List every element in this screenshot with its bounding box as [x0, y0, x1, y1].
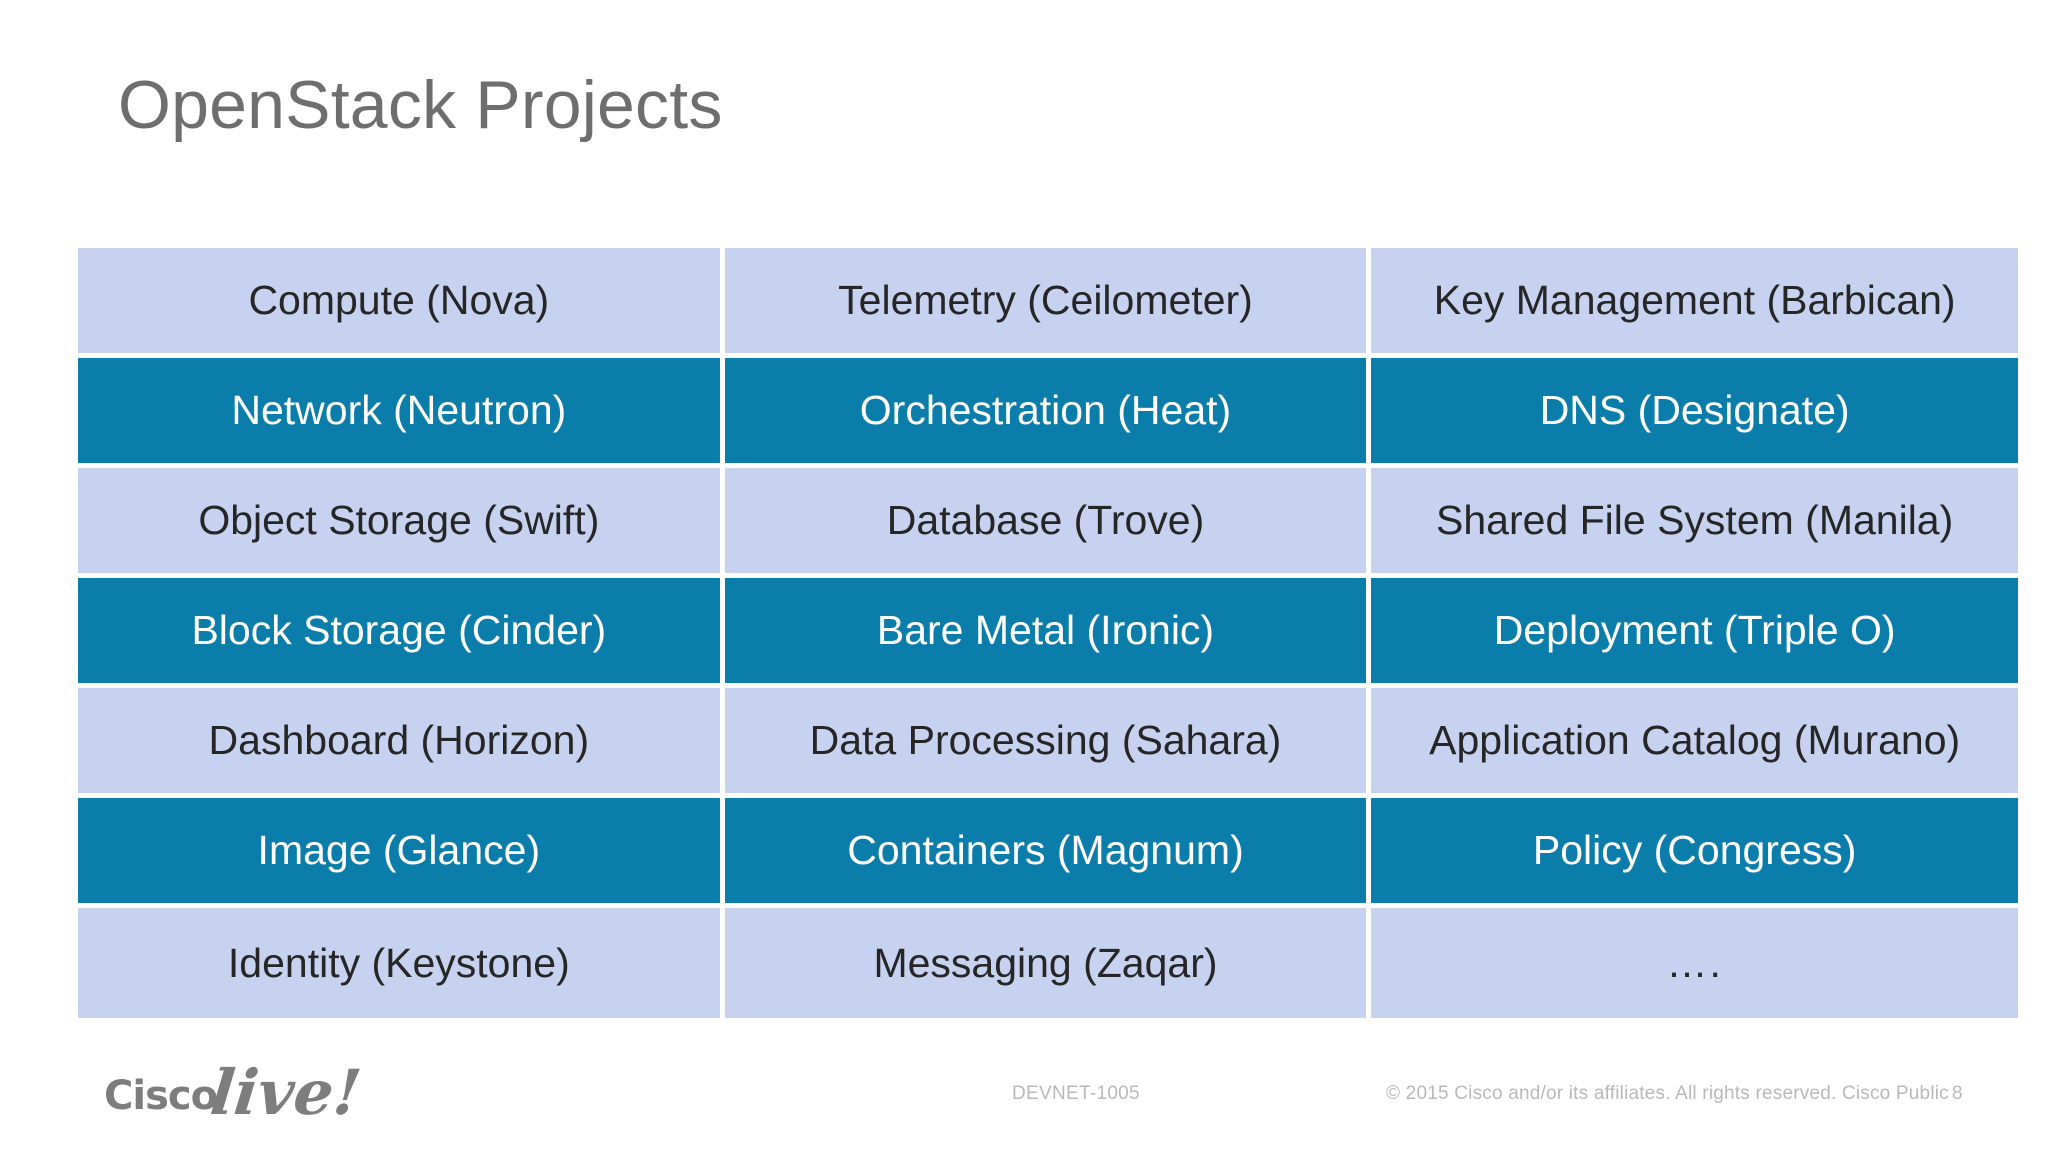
- table-cell-project: Messaging (Zaqar): [724, 908, 1372, 1018]
- table-cell-project: Dashboard (Horizon): [78, 688, 725, 798]
- table-row: Object Storage (Swift) Database (Trove) …: [78, 468, 2018, 578]
- table-cell-project: Block Storage (Cinder): [78, 578, 725, 688]
- table-body: Compute (Nova) Telemetry (Ceilometer) Ke…: [78, 248, 2018, 1018]
- table-cell-project: Application Catalog (Murano): [1371, 688, 2018, 798]
- table-cell-project: Orchestration (Heat): [724, 358, 1372, 468]
- table-cell-project: Telemetry (Ceilometer): [724, 248, 1372, 358]
- table-row: Dashboard (Horizon) Data Processing (Sah…: [78, 688, 2018, 798]
- table-cell-project: Image (Glance): [78, 798, 725, 908]
- page-title: OpenStack Projects: [118, 67, 723, 143]
- table-cell-project: Policy (Congress): [1371, 798, 2018, 908]
- table-cell-project: Deployment (Triple O): [1371, 578, 2018, 688]
- table-row: Block Storage (Cinder) Bare Metal (Ironi…: [78, 578, 2018, 688]
- live-logo-wordmark: live!: [207, 1056, 365, 1129]
- table-row: Network (Neutron) Orchestration (Heat) D…: [78, 358, 2018, 468]
- table-cell-project: Data Processing (Sahara): [724, 688, 1372, 798]
- table-row: Compute (Nova) Telemetry (Ceilometer) Ke…: [78, 248, 2018, 358]
- table-row: Identity (Keystone) Messaging (Zaqar) ….: [78, 908, 2018, 1018]
- footer-page-number: 8: [1952, 1083, 1963, 1104]
- table-cell-project: Containers (Magnum): [724, 798, 1372, 908]
- table-cell-project: Key Management (Barbican): [1371, 248, 2018, 358]
- table-cell-project: DNS (Designate): [1371, 358, 2018, 468]
- openstack-projects-table: Compute (Nova) Telemetry (Ceilometer) Ke…: [78, 248, 2018, 1018]
- table-cell-project: Object Storage (Swift): [78, 468, 725, 578]
- cisco-logo-wordmark: Cisco: [104, 1073, 218, 1119]
- footer-copyright: © 2015 Cisco and/or its affiliates. All …: [1386, 1083, 1949, 1104]
- table-cell-project: Compute (Nova): [78, 248, 725, 358]
- table-cell-project: Database (Trove): [724, 468, 1372, 578]
- footer-session-id: DEVNET-1005: [1012, 1083, 1140, 1104]
- table-row: Image (Glance) Containers (Magnum) Polic…: [78, 798, 2018, 908]
- table-cell-more-indicator: ….: [1371, 908, 2018, 1018]
- table-cell-project: Network (Neutron): [78, 358, 725, 468]
- table-cell-project: Identity (Keystone): [78, 908, 725, 1018]
- slide-footer: Cisco live!: [0, 1030, 2048, 1152]
- table-cell-project: Shared File System (Manila): [1371, 468, 2018, 578]
- cisco-live-logo: Cisco live!: [104, 1046, 365, 1129]
- table-cell-project: Bare Metal (Ironic): [724, 578, 1372, 688]
